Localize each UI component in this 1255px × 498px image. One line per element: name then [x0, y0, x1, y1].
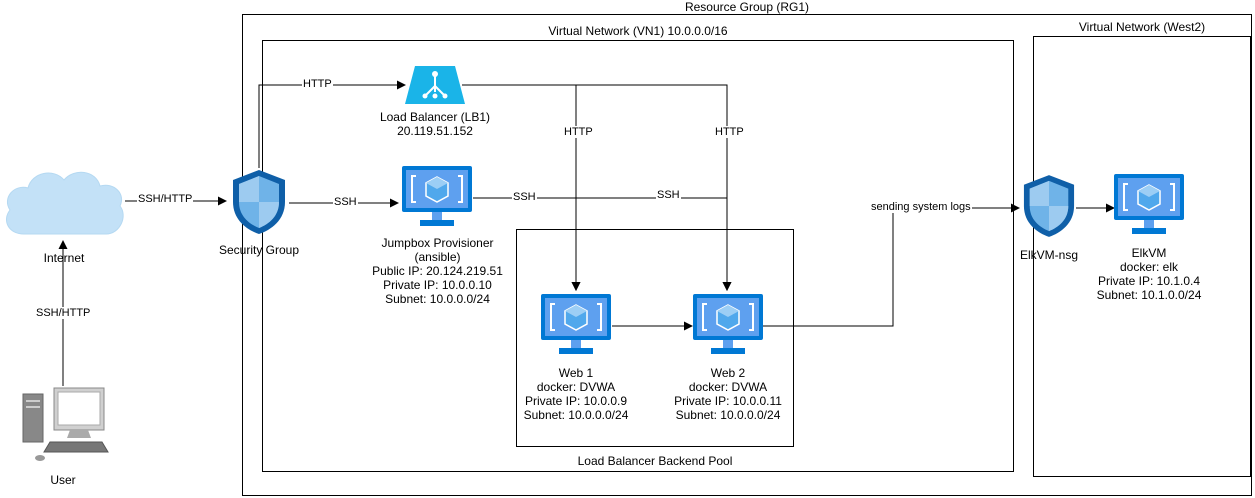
web2-text: Web 2 docker: DVWA Private IP: 10.0.0.11…: [668, 366, 788, 422]
edge-label-web2-elk: sending system logs: [870, 201, 972, 213]
web1-docker: docker: DVWA: [536, 380, 616, 394]
elkvm-text: ElkVM docker: elk Private IP: 10.1.0.4 S…: [1088, 246, 1210, 302]
vnet-west2-label: Virtual Network (West2): [1078, 20, 1206, 34]
web1-vm-icon: [541, 294, 611, 354]
web2-docker: docker: DVWA: [688, 380, 768, 394]
jumpbox-text: Jumpbox Provisioner (ansible) Public IP:…: [360, 236, 515, 306]
vnet-west2-box: [1033, 36, 1251, 477]
elkvm-private-ip: Private IP: 10.1.0.4: [1097, 274, 1201, 288]
jumpbox-public-ip: Public IP: 20.124.219.51: [372, 264, 503, 278]
edge-label-internet-sg: SSH/HTTP: [137, 193, 194, 205]
web2-vm-icon: [693, 294, 763, 354]
web2-subnet: Subnet: 10.0.0.0/24: [675, 408, 781, 422]
security-group-shield-icon: [233, 170, 285, 234]
web1-text: Web 1 docker: DVWA Private IP: 10.0.0.9 …: [516, 366, 636, 422]
elkvm-docker: docker: elk: [1119, 260, 1179, 274]
web1-name: Web 1: [558, 366, 594, 380]
jumpbox-vm-icon: [402, 166, 472, 226]
backend-pool-label: Load Balancer Backend Pool: [577, 454, 733, 468]
edge-jumpbox-web2: [473, 197, 732, 291]
load-balancer-ip: 20.119.51.152: [397, 124, 473, 138]
edge-label-lb-web1: HTTP: [563, 126, 594, 138]
elkvm-nsg-label: ElkVM-nsg: [1019, 248, 1078, 262]
user-computer-icon: [22, 387, 109, 461]
web1-private-ip: Private IP: 10.0.0.9: [524, 394, 628, 408]
internet-cloud-icon: [6, 171, 124, 235]
backend-pool-box: [516, 229, 794, 447]
edge-label-jumpbox-web1: SSH: [512, 191, 537, 203]
edge-label-lb-web2: HTTP: [714, 126, 745, 138]
security-group-label: Security Group: [218, 243, 300, 257]
edge-sg-lb: [258, 80, 406, 168]
user-label: User: [50, 473, 76, 487]
vnet1-box: [262, 40, 1014, 472]
jumpbox-subnet: Subnet: 10.0.0.0/24: [385, 292, 490, 306]
web1-subnet: Subnet: 10.0.0.0/24: [523, 408, 629, 422]
elkvm-nsg-shield-icon: [1023, 175, 1075, 237]
jumpbox-role: (ansible): [414, 250, 461, 264]
vnet1-label: Virtual Network (VN1) 10.0.0.0/16: [548, 24, 728, 38]
resource-group-box: [242, 14, 1252, 496]
jumpbox-private-ip: Private IP: 10.0.0.10: [383, 278, 492, 292]
web2-name: Web 2: [710, 366, 746, 380]
edge-label-sg-jumpbox: SSH: [333, 196, 358, 208]
elkvm-subnet: Subnet: 10.1.0.0/24: [1096, 288, 1202, 302]
load-balancer-name: Load Balancer (LB1): [379, 110, 491, 124]
resource-group-label: Resource Group (RG1): [684, 0, 810, 14]
jumpbox-name: Jumpbox Provisioner: [381, 236, 494, 250]
edge-label-sg-lb: HTTP: [302, 78, 333, 90]
edge-web2-elk: [762, 203, 1020, 327]
edge-label-user-internet: SSH/HTTP: [35, 307, 92, 319]
internet-label: Internet: [43, 251, 85, 265]
web2-private-ip: Private IP: 10.0.0.11: [674, 394, 782, 408]
edge-label-jumpbox-web2: SSH: [656, 189, 681, 201]
elkvm-vm-icon: [1114, 174, 1184, 234]
elkvm-name: ElkVM: [1131, 246, 1167, 260]
load-balancer-text: Load Balancer (LB1) 20.119.51.152: [370, 110, 500, 138]
load-balancer-icon: [405, 66, 465, 104]
